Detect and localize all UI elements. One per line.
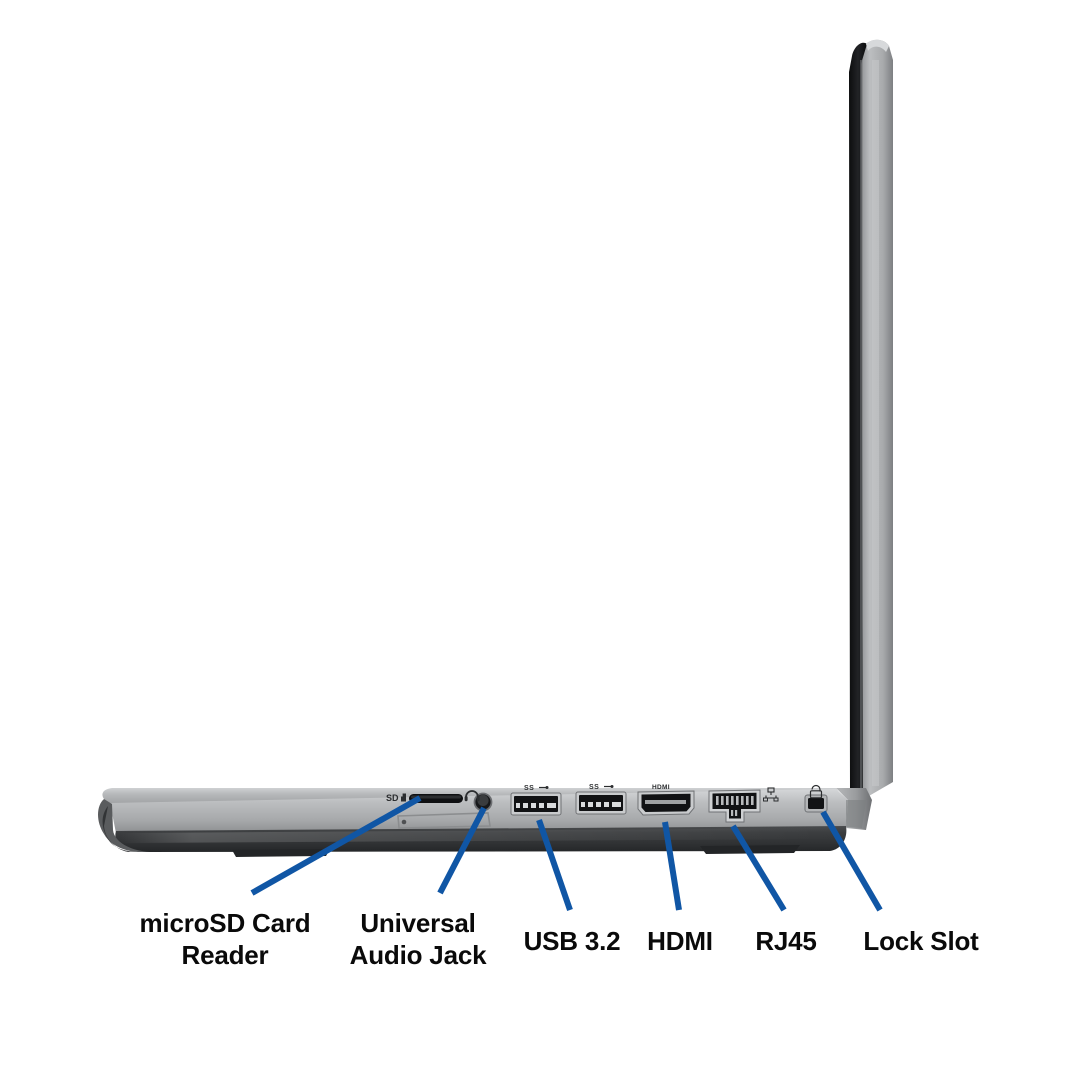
- leader-line-audio: [437, 806, 487, 895]
- svg-text:SS: SS: [524, 785, 534, 792]
- usb-3-2-port[interactable]: [510, 792, 562, 816]
- superspeed-usb-icon: SS: [524, 785, 549, 792]
- hdmi-icon: HDMI: [652, 784, 670, 791]
- lid-seam: [860, 60, 863, 796]
- leader-line-hdmi: [662, 821, 682, 911]
- svg-text:SS: SS: [589, 784, 599, 791]
- lid-edge-highlight: [866, 39, 889, 52]
- svg-text:SD: SD: [386, 793, 399, 803]
- callout-leader-lines: [250, 795, 883, 912]
- callout-label-hdmi: HDMI: [647, 926, 713, 956]
- rj45-ethernet-port[interactable]: [708, 789, 761, 823]
- callout-label-rj45: RJ45: [755, 926, 817, 956]
- svg-text:HDMI: HDMI: [652, 784, 670, 791]
- callout-label-lock: Lock Slot: [863, 926, 979, 956]
- leader-line-lock: [820, 810, 883, 912]
- microsd-card-reader-port[interactable]: [409, 794, 463, 803]
- base-body-sheen: [120, 828, 844, 843]
- hinge-shadow: [846, 800, 866, 828]
- base-left-nose-shadow: [102, 806, 140, 852]
- leader-line-rj45: [730, 824, 787, 912]
- callout-label-usb: USB 3.2: [523, 926, 621, 956]
- sd-card-icon: SD: [386, 793, 406, 803]
- hdmi-port[interactable]: [637, 790, 695, 816]
- lid-bezel-edge: [849, 42, 867, 801]
- laptop-lid: [849, 39, 893, 801]
- superspeed-usb-icon: SS: [589, 784, 614, 791]
- base-foot-left: [232, 849, 330, 857]
- base-left-nose: [98, 799, 150, 852]
- leader-line-microsd: [250, 795, 422, 896]
- padlock-icon: [809, 784, 823, 799]
- universal-audio-jack-port[interactable]: [473, 792, 493, 812]
- headphone-icon: [464, 790, 480, 802]
- callout-label-audio: Universal Audio Jack: [349, 908, 487, 970]
- laptop-base: SD: [98, 784, 872, 857]
- service-screw: [401, 819, 407, 825]
- wedge-lock-slot[interactable]: [804, 794, 828, 813]
- service-door-seam: [397, 812, 491, 829]
- callout-label-microsd: microSD Card Reader: [139, 908, 311, 970]
- leader-line-usb: [536, 819, 573, 911]
- network-icon: [763, 787, 779, 802]
- usb-3-2-port[interactable]: [575, 791, 627, 815]
- lid-sheen: [872, 60, 879, 786]
